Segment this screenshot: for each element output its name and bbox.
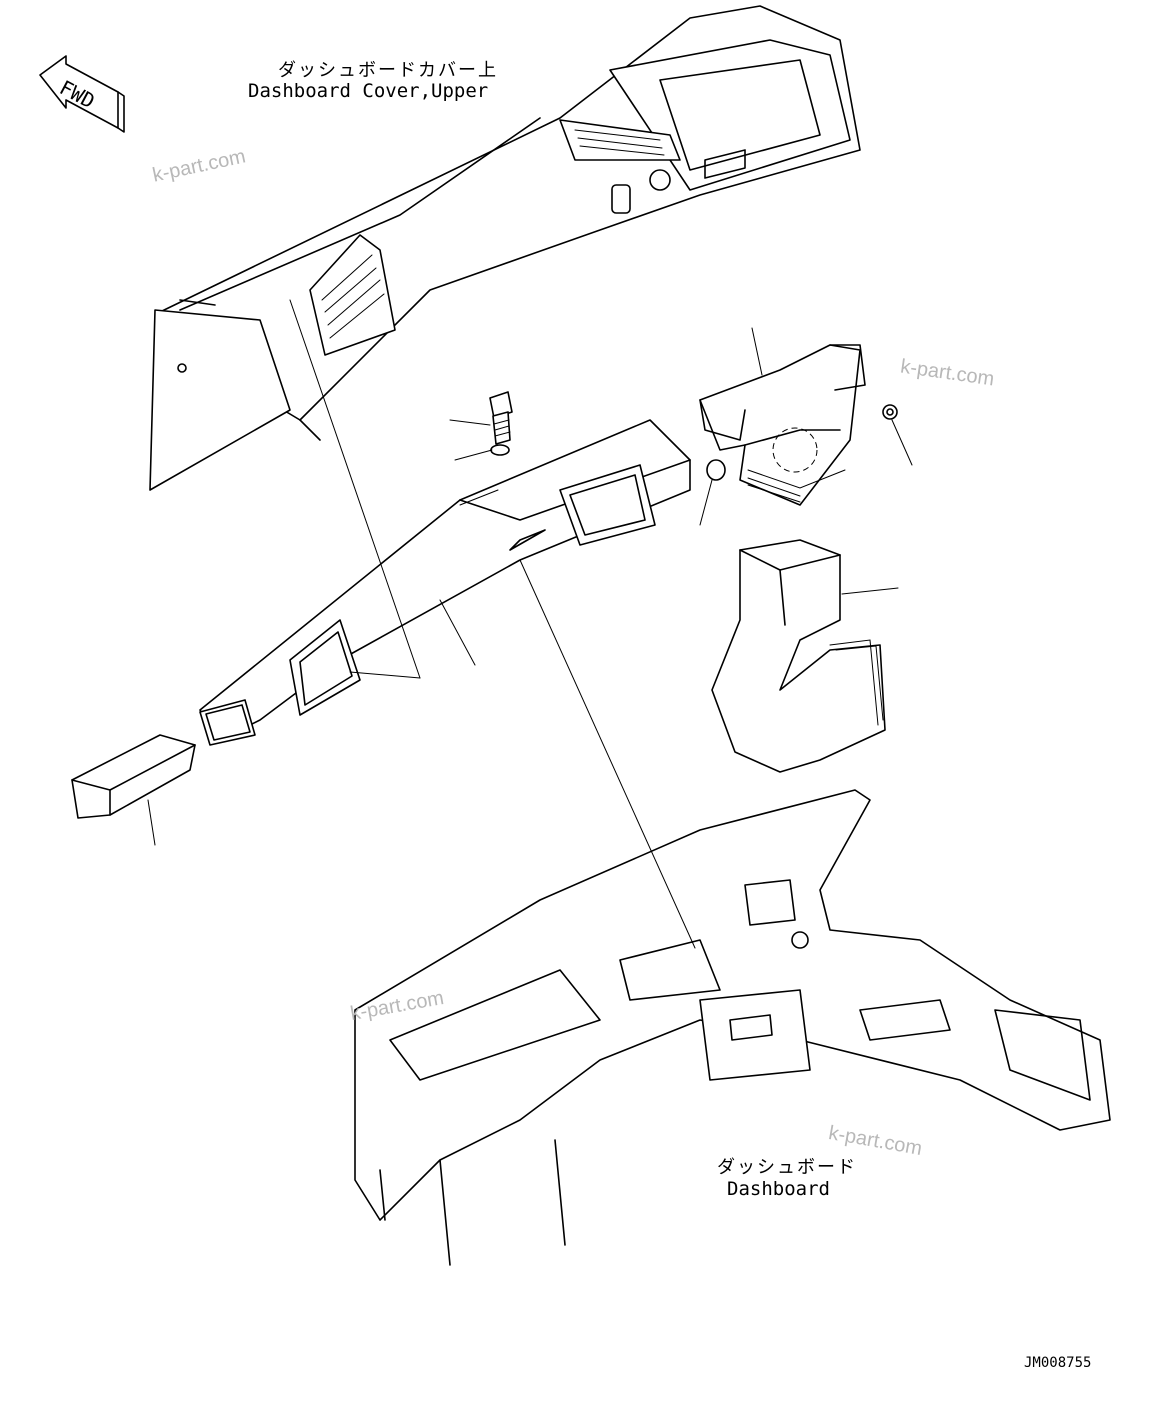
duct-connector-right <box>699 344 866 506</box>
spring-washer <box>490 444 510 456</box>
drawing-number: JM008755 <box>1024 1355 1092 1371</box>
leader-lines <box>147 299 913 949</box>
clip <box>882 404 898 420</box>
cover-upper-label-ja: ダッシュボードカバー上 <box>278 60 498 81</box>
main-air-duct <box>199 419 691 746</box>
duct-extension-left <box>71 734 196 819</box>
dashboard-cover-upper <box>149 5 861 491</box>
dashboard-label-ja: ダッシュボード <box>717 1157 857 1178</box>
fwd-arrow-icon: FWD <box>39 55 125 133</box>
cover-upper-label-en: Dashboard Cover,Upper <box>248 80 489 102</box>
dashboard-label-en: Dashboard <box>727 1178 830 1200</box>
bolt <box>489 391 513 445</box>
elbow-duct <box>711 539 886 773</box>
dashboard-frame <box>354 789 1111 1266</box>
grommet <box>706 459 726 481</box>
